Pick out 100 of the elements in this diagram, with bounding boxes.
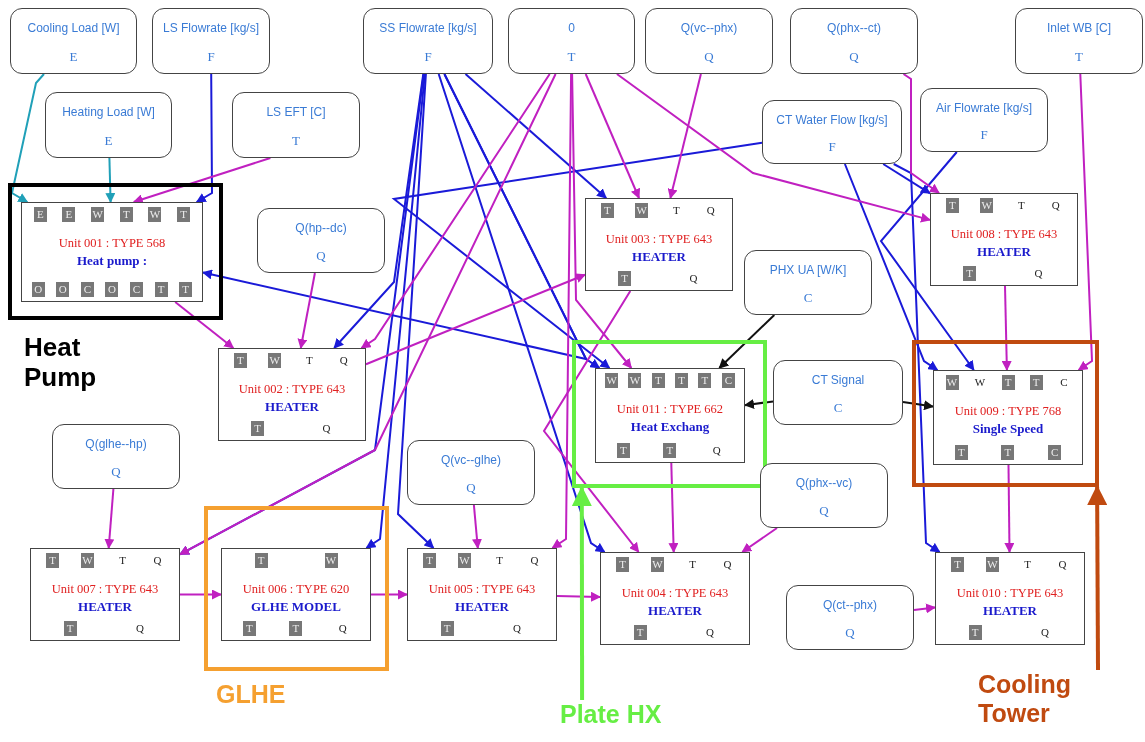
output-port-label: T [289,621,303,636]
connection-line [443,73,601,369]
variable-name: Inlet WB [C] [1046,21,1112,35]
connection-line [1077,73,1094,371]
unit-description: GLHE MODEL [250,599,342,615]
input-port-label: T [1029,375,1043,390]
connection-line [365,273,586,366]
component-unit-box [935,552,1085,645]
output-port-label: Q [321,421,332,436]
unit-type-label: Unit 002 : TYPE 643 [237,382,347,397]
output-port-label: Q [1040,625,1050,640]
unit-description: Heat Exchang [629,419,711,435]
connection-line [556,591,601,602]
variable-name: Q(glhe--hp) [84,437,148,451]
input-port-label: C [721,373,735,388]
input-port-label: Q [722,557,733,572]
input-port-label: T [945,198,959,213]
input-port-label: T [233,353,247,368]
unit-description: HEATER [647,603,703,619]
component-unit-box [585,198,733,291]
output-port-label: T [179,282,193,297]
output-port-letter: T [566,49,577,65]
connection-line [718,314,776,369]
input-port-label: W [268,353,282,368]
connection-line [571,73,633,369]
input-port-label: T [951,557,964,572]
output-port-label: Q [135,621,145,636]
component-unit-box [600,552,750,645]
input-port-label: W [980,198,994,213]
input-port-label: T [698,373,712,388]
connection-line [542,290,640,553]
group-frame [572,340,767,488]
variable-name: Q(vc--glhe) [440,453,502,467]
output-port-letter: E [68,49,79,65]
unit-type-label: Unit 003 : TYPE 643 [604,232,714,247]
connection-line [879,151,975,371]
output-port-label: T [663,443,677,458]
output-port-letter: Q [818,503,830,519]
unit-type-label: Unit 006 : TYPE 620 [241,582,351,597]
output-port-label: O [105,282,119,297]
component-unit-box [407,548,557,641]
equation-box [508,8,635,74]
input-port-label: W [458,553,471,568]
connection-line [472,504,482,549]
input-port-label: T [616,557,629,572]
input-port-label: W [605,373,619,388]
output-port-label: O [31,282,45,297]
component-unit-box [595,368,745,463]
equation-box [760,463,888,528]
output-port-letter: Q [844,625,856,641]
connection-line [902,73,940,194]
unit-type-label: Unit 005 : TYPE 643 [427,582,537,597]
variable-name: LS EFT [C] [265,105,327,119]
input-port-label: T [651,373,665,388]
equation-box [645,8,773,74]
unit-description: Single Speed [971,421,1045,437]
variable-name: Cooling Load [W] [26,21,121,35]
input-port-label: T [1016,198,1026,213]
input-port-label: Q [152,553,163,568]
input-port-label: T [304,353,314,368]
connection-line [551,73,573,549]
unit-type-label: Unit 004 : TYPE 643 [620,586,730,601]
variable-name: CT Signal [810,373,866,387]
equation-box [773,360,903,425]
input-port-label: T [600,203,614,218]
connection-line [179,73,557,556]
equation-box [52,424,180,489]
unit-type-label: Unit 008 : TYPE 643 [949,227,1059,242]
output-port-label: T [954,445,968,460]
input-port-label: T [1001,375,1015,390]
equation-box [762,100,902,164]
unit-description: HEATER [264,399,320,415]
connection-line [174,301,235,349]
connection-line [615,73,931,223]
equation-box [10,8,137,74]
unit-description: HEATER [631,249,687,265]
output-port-label: T [618,271,631,286]
component-unit-box [30,548,180,641]
connection-line [1004,464,1015,553]
input-port-label: Q [529,553,540,568]
input-port-label: W [945,375,959,390]
output-port-label: Q [512,621,522,636]
equation-box [257,208,385,273]
component-unit-box [933,370,1083,465]
equation-box [786,585,914,650]
variable-name: CT Water Flow [kg/s] [775,113,889,127]
connection-line [370,589,408,600]
output-port-letter: Q [848,49,860,65]
connection-line [668,462,679,553]
input-port-label: T [46,553,59,568]
input-port-label: W [635,203,649,218]
output-port-label: T [968,625,982,640]
input-port-label: T [254,553,268,568]
output-port-letter: E [103,133,114,149]
output-port-letter: T [291,133,301,149]
output-port-label: C [1048,445,1062,460]
component-unit-box [218,348,366,441]
equation-box [232,92,360,158]
output-port-label: T [251,421,264,436]
input-port-label: W [91,207,105,222]
